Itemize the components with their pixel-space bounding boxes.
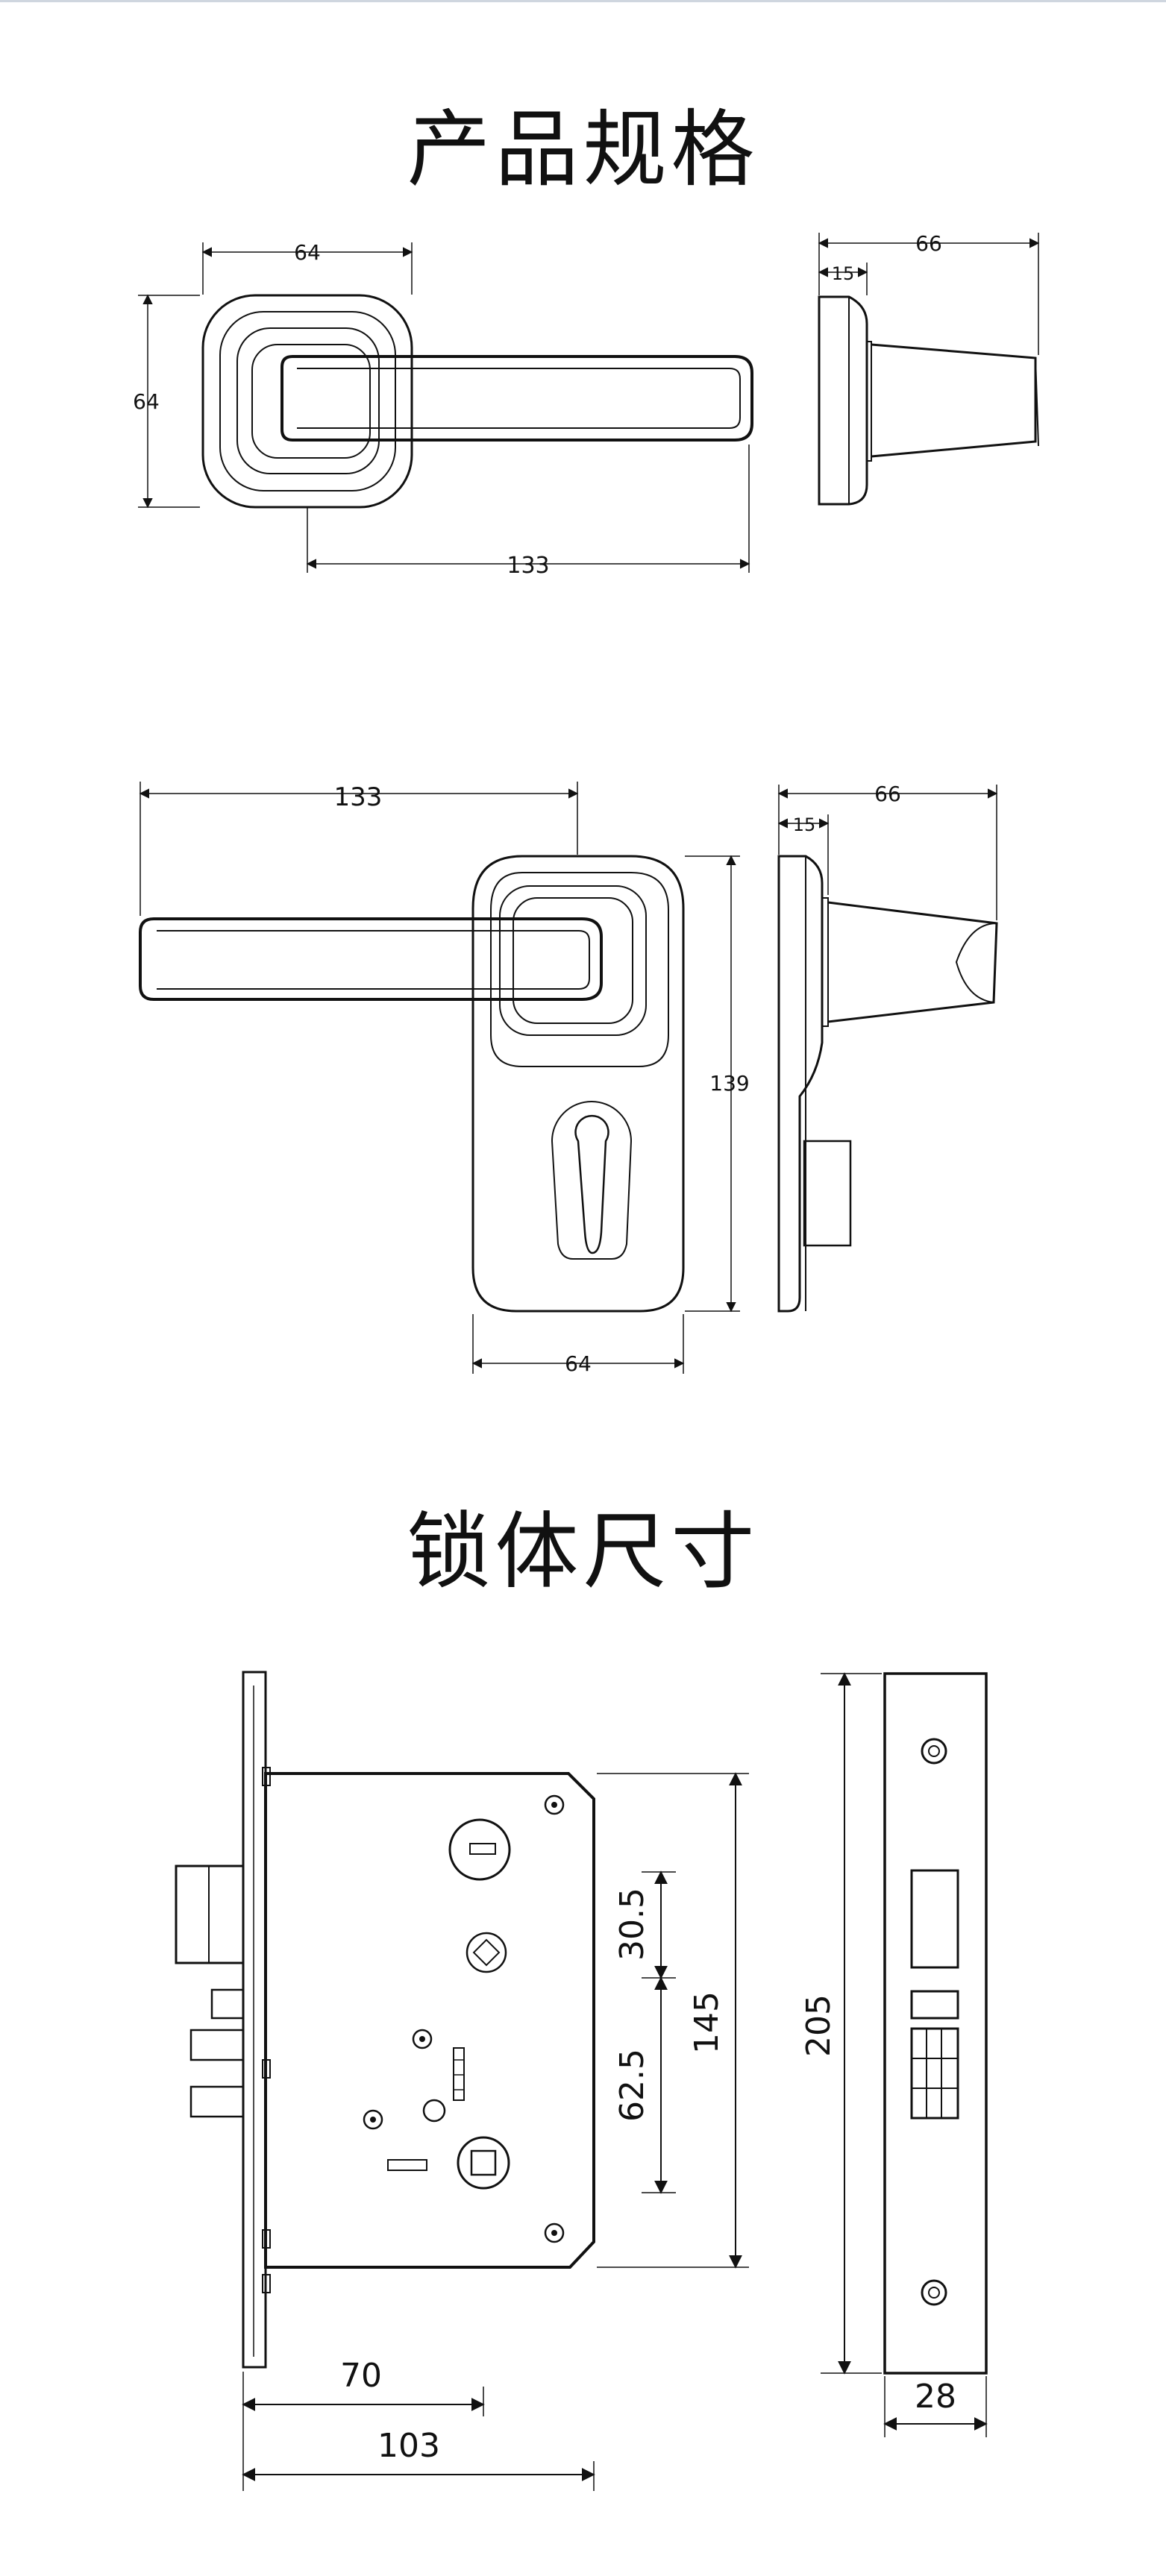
dim-label-plate-height: 139 (709, 1071, 749, 1096)
dim-label-total-depth: 66 (915, 231, 942, 256)
faceplate-screw-top (921, 1738, 947, 1765)
top-divider (0, 0, 1166, 2)
guard-opening (910, 1990, 959, 2020)
plate-lever-body (139, 917, 603, 1001)
rose-boss (236, 327, 380, 474)
dim-label-plate-width: 64 (565, 1351, 592, 1376)
rose-inner (219, 311, 396, 491)
rose-profile (818, 295, 868, 506)
guard-bolt (210, 1988, 245, 2020)
plate-boss (499, 885, 647, 1036)
lock-body-title: 锁体尺寸 (407, 1504, 759, 1600)
keyhole-cylinder (574, 1114, 609, 1254)
backplate-outer (471, 855, 685, 1313)
dead-bolt-lower (189, 2085, 245, 2118)
lever-body (280, 355, 753, 442)
spindle-stub (803, 1140, 852, 1247)
lockbody-faceplate-view (821, 1672, 988, 2437)
dim-label-spindle-to-cylinder: 30.5 (613, 1888, 651, 1961)
dead-bolt-upper (189, 2029, 245, 2061)
dim-label-rose-height: 64 (133, 389, 160, 414)
lockbody-front-view (175, 1671, 749, 2491)
dim-label-faceplate-width: 28 (915, 2378, 956, 2416)
dim-label-side-total-depth: 66 (874, 782, 901, 806)
lever-neck-profile (871, 343, 1037, 458)
dim-label-backset: 70 (340, 2357, 382, 2395)
deadbolt-opening (910, 2027, 959, 2120)
backplate-raised (490, 872, 669, 1067)
rose-outer (201, 294, 413, 509)
dim-label-cylinder-to-bottom: 62.5 (613, 2049, 651, 2122)
screw-hole-bottom (544, 2222, 565, 2243)
faceplate (883, 1672, 988, 2375)
dim-label-lever-length: 133 (507, 553, 549, 579)
plate-side-view (777, 785, 998, 1313)
plate-lever-neck-profile (827, 901, 998, 1023)
spindle-hub-top (448, 1818, 511, 1881)
follower-hub (466, 1932, 507, 1973)
product-spec-title: 产品规格 (407, 101, 759, 198)
faceplate-screw-bottom (921, 2279, 947, 2306)
dim-label-rose-width: 64 (294, 240, 321, 265)
keyhole-escutcheon (551, 1101, 633, 1260)
handle-side-view (818, 233, 1040, 506)
dim-label-faceplate-height: 205 (800, 1994, 838, 2057)
lock-case (264, 1772, 595, 2269)
dim-label-body-height: 145 (688, 1991, 726, 2054)
latch-opening (910, 1869, 959, 1969)
dim-label-plate-lever-length: 133 (334, 782, 383, 812)
dim-label-rose-depth: 15 (832, 263, 855, 284)
handle-front-view (138, 242, 753, 573)
dim-label-side-plate-depth: 15 (793, 814, 816, 835)
plate-lever-highlight (157, 930, 590, 990)
lever-highlight (297, 368, 741, 429)
dim-label-body-depth: 103 (377, 2427, 440, 2465)
backplate-profile (777, 855, 824, 1313)
plate-neck (513, 897, 633, 1024)
rose-neck (251, 344, 371, 459)
screw-hole-top (544, 1794, 565, 1815)
plate-front-view (139, 782, 740, 1374)
spindle-hub-bottom (457, 2136, 510, 2190)
